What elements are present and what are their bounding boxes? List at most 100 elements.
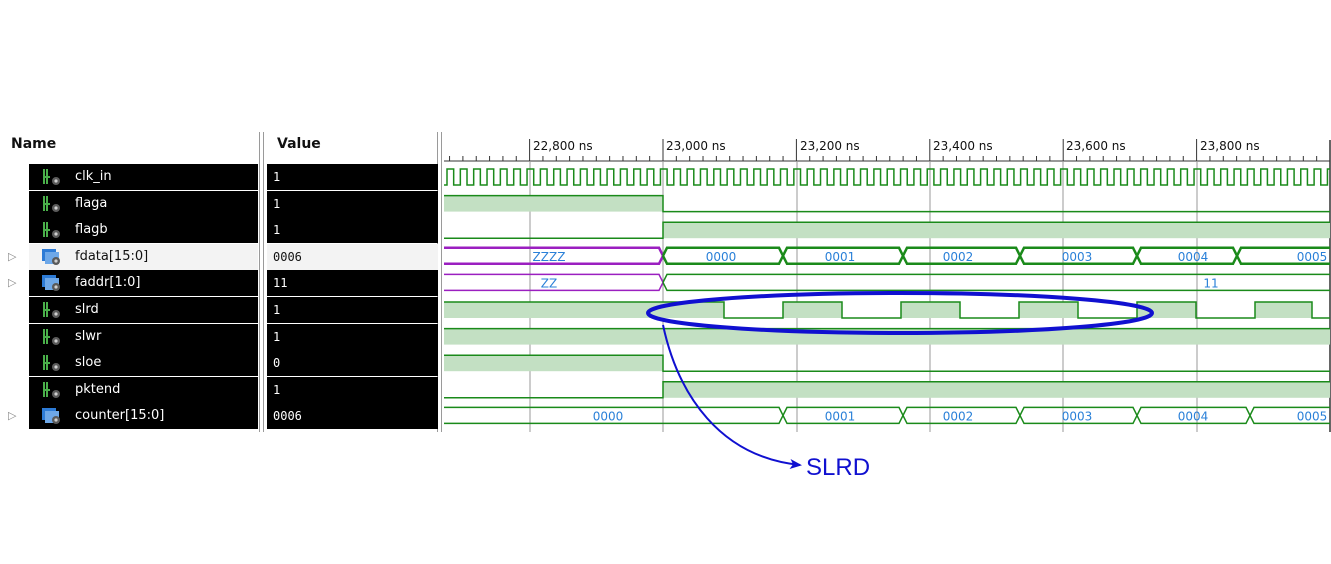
fdata-bus-segment xyxy=(444,246,665,266)
counter-bus-value: 0003 xyxy=(1062,409,1093,423)
sloe-trace xyxy=(444,354,1330,372)
signal-value-cell: 1 xyxy=(267,190,438,217)
signal-name: flaga xyxy=(75,195,108,211)
time-tick-label: 23,200 ns xyxy=(800,139,860,153)
fdata-bus-segment xyxy=(1235,246,1330,266)
signal-row[interactable]: flagb 1 xyxy=(0,217,440,244)
signal-value-cell: 11 xyxy=(267,270,438,297)
signal-name-cell[interactable]: counter[15:0] xyxy=(29,403,258,430)
signal-value-cell: 0 xyxy=(267,350,438,377)
logic-signal-icon xyxy=(43,355,60,372)
pktend-high-fill xyxy=(663,381,1330,398)
signal-value-cell: 1 xyxy=(267,217,438,244)
signal-value: 1 xyxy=(273,303,281,317)
slrd-annotation-label: SLRD xyxy=(806,454,870,481)
signal-value: 1 xyxy=(273,382,281,397)
counter-bus-segment xyxy=(1249,406,1330,425)
counter-bus-segment xyxy=(444,406,784,425)
counter-bus-value: 0000 xyxy=(593,409,624,423)
signal-name-cell[interactable]: flagb xyxy=(29,217,258,244)
name-column-header[interactable]: Name xyxy=(11,136,57,152)
time-tick-label: 22,800 ns xyxy=(533,139,593,153)
signal-row[interactable]: pktend 1 xyxy=(0,376,440,403)
signal-row[interactable]: clk_in 1 xyxy=(0,164,440,190)
sloe-high-fill xyxy=(444,355,663,372)
logic-signal-icon xyxy=(43,195,60,212)
signal-value: 1 xyxy=(273,329,281,344)
signal-name: clk_in xyxy=(75,169,112,184)
counter-bus-segment xyxy=(1019,406,1138,425)
name-column-divider-2 xyxy=(263,132,264,432)
expand-arrow-icon[interactable]: ▷ xyxy=(8,249,17,263)
faddr-bus-value: 11 xyxy=(1203,276,1218,290)
signal-name: pktend xyxy=(75,381,121,397)
fdata-bus-value: 0003 xyxy=(1062,250,1093,264)
value-column-divider-2 xyxy=(441,132,442,432)
fdata-bus-value: ZZZZ xyxy=(533,250,566,264)
signal-name-cell[interactable]: clk_in xyxy=(29,164,258,190)
counter-bus-segment xyxy=(902,406,1021,425)
fdata-bus-segment xyxy=(1018,246,1139,266)
fdata-bus-value: 0005 xyxy=(1297,250,1328,264)
faddr-bus-segment xyxy=(662,273,1330,292)
signal-name-cell[interactable]: fdata[15:0] xyxy=(29,243,258,270)
pktend-trace xyxy=(444,381,1330,399)
fdata-bus-segment xyxy=(901,246,1022,266)
fdata-bus-segment xyxy=(1135,246,1239,266)
signal-name: slwr xyxy=(75,328,102,344)
bus-signal-icon xyxy=(42,275,60,292)
counter-bus-value: 0002 xyxy=(943,409,974,423)
bus-signal-icon xyxy=(42,408,60,425)
time-tick-label: 23,000 ns xyxy=(666,139,726,153)
signal-row[interactable]: flaga 1 xyxy=(0,190,440,217)
faddr-bus-segment xyxy=(444,273,664,292)
expand-arrow-icon[interactable]: ▷ xyxy=(8,409,17,423)
signal-value-cell: 1 xyxy=(267,297,438,323)
slrd-annotation-arrow xyxy=(662,324,802,469)
slrd-high-fill xyxy=(783,302,842,318)
logic-signal-icon xyxy=(43,169,60,185)
signal-name-cell[interactable]: slwr xyxy=(29,323,258,350)
signal-value: 0006 xyxy=(273,409,302,424)
signal-row[interactable]: slwr 1 xyxy=(0,323,440,350)
signal-value: 11 xyxy=(273,276,288,291)
slrd-high-fill xyxy=(901,302,960,318)
slrd-high-fill xyxy=(1255,302,1312,318)
expand-arrow-icon[interactable]: ▷ xyxy=(8,276,17,290)
logic-signal-icon xyxy=(43,222,60,239)
counter-bus-segment xyxy=(1136,406,1251,425)
name-column-divider[interactable] xyxy=(259,132,260,432)
signal-name: slrd xyxy=(75,302,99,317)
value-column-header[interactable]: Value xyxy=(277,136,321,152)
signal-value-cell: 0006 xyxy=(267,403,438,430)
signal-name-cell[interactable]: slrd xyxy=(29,297,258,323)
fdata-bus-value: 0002 xyxy=(943,250,974,264)
signal-name-cell[interactable]: sloe xyxy=(29,350,258,377)
bus-signal-icon xyxy=(42,248,60,265)
signal-value-cell: 1 xyxy=(267,164,438,190)
fdata-bus-value: 0000 xyxy=(706,250,737,264)
time-tick-label: 23,400 ns xyxy=(933,139,993,153)
slrd-high-fill xyxy=(444,302,724,318)
time-tick-label: 23,800 ns xyxy=(1200,139,1260,153)
signal-row[interactable]: slrd 1 xyxy=(0,297,440,323)
signal-name-cell[interactable]: flaga xyxy=(29,190,258,217)
signal-name-cell[interactable]: pktend xyxy=(29,376,258,403)
counter-bus-segment xyxy=(782,406,904,425)
signal-name: counter[15:0] xyxy=(75,408,165,424)
signal-name-cell[interactable]: faddr[1:0] xyxy=(29,270,258,297)
signal-row[interactable]: sloe 0 xyxy=(0,350,440,377)
slrd-trace xyxy=(444,301,1330,319)
logic-signal-icon xyxy=(43,328,60,345)
fdata-bus-segment xyxy=(781,246,905,266)
signal-row[interactable]: ▷ faddr[1:0] 11 xyxy=(0,270,440,297)
clk-in-trace xyxy=(444,168,1330,186)
counter-bus-value: 0004 xyxy=(1178,409,1209,423)
signal-name: faddr[1:0] xyxy=(75,275,141,291)
signal-row[interactable]: ▷ counter[15:0] 0006 xyxy=(0,403,440,430)
signal-row[interactable]: ▷fdata[15:0]0006 xyxy=(0,243,440,270)
signal-value-cell: 1 xyxy=(267,376,438,403)
signal-name: fdata[15:0] xyxy=(75,248,149,264)
signal-name: sloe xyxy=(75,355,102,371)
